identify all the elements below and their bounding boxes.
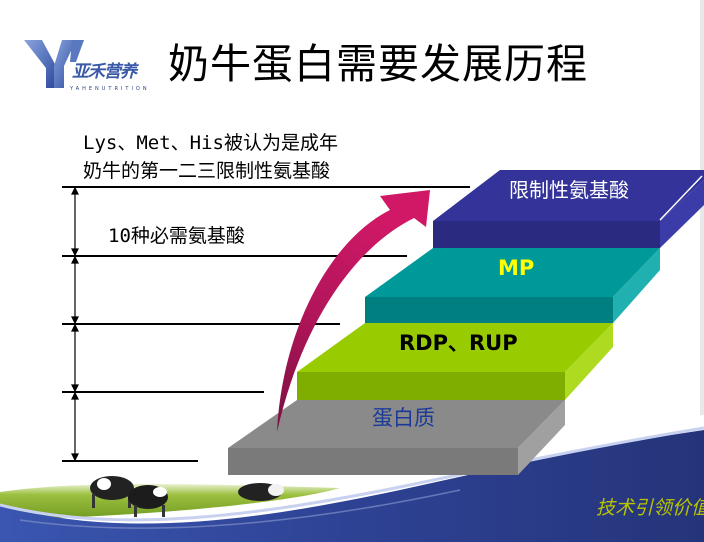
- step-label-mp: MP: [498, 256, 535, 280]
- note-limiting-line1: Lys、Met、His被认为是成年: [83, 132, 338, 154]
- page-title: 奶牛蛋白需要发展历程: [168, 40, 588, 88]
- note-essential-amino-acids: 10种必需氨基酸: [108, 225, 245, 247]
- logo-subtext: YAHENUTRITION: [70, 86, 150, 92]
- step-limiting-amino-acids: [433, 170, 704, 248]
- step-label-protein: 蛋白质: [372, 406, 435, 430]
- slide-edge: [700, 0, 704, 542]
- step-label-rdp-rup: RDP、RUP: [399, 331, 518, 355]
- footer-slogan: 技术引领价值: [595, 497, 704, 519]
- double-arrows: [71, 186, 79, 462]
- step-rdp-rup: [297, 323, 613, 400]
- note-limiting-line2: 奶牛的第一二三限制性氨基酸: [83, 160, 331, 182]
- progress-arrow-icon: [277, 190, 430, 432]
- logo-text: 亚禾营养: [72, 62, 137, 82]
- step-mp: [365, 248, 660, 323]
- cow-icon: [90, 476, 284, 517]
- step-protein: [228, 400, 565, 475]
- step-label-limiting: 限制性氨基酸: [509, 178, 629, 202]
- company-logo: [24, 40, 84, 88]
